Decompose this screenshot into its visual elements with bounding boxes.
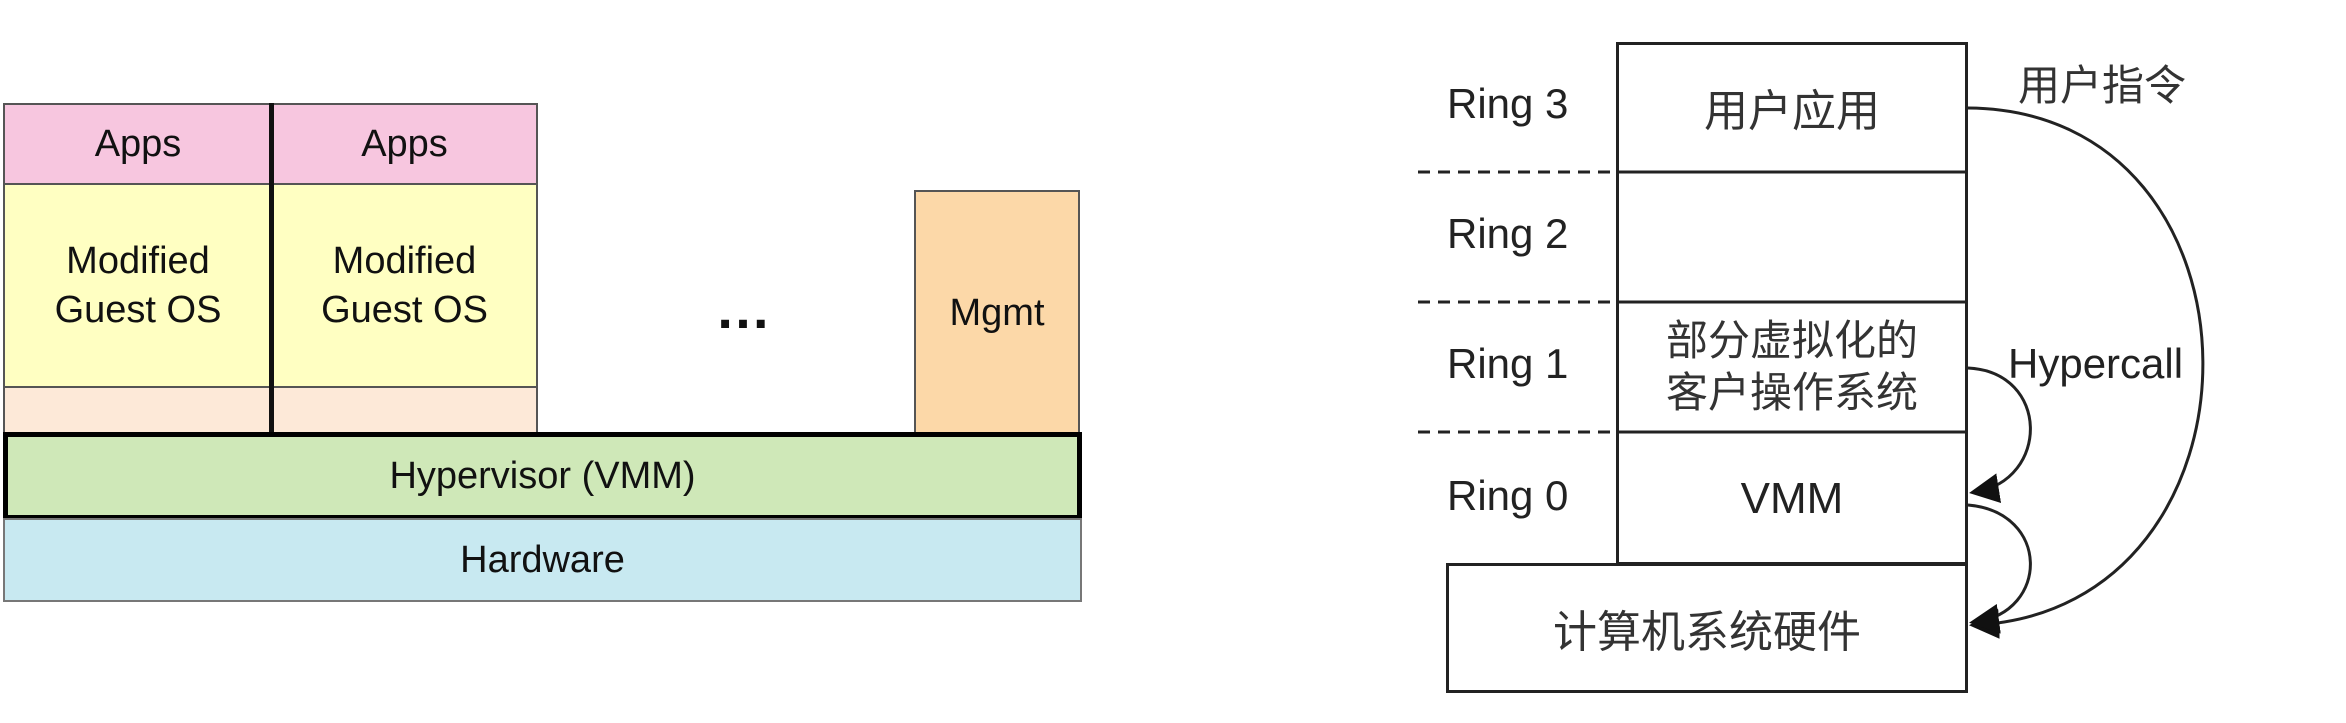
apps-label-1: Apps <box>94 122 182 165</box>
ellipsis-text: … <box>715 276 775 340</box>
guest-os-label-2-line1: Modified <box>332 239 477 282</box>
hypercall-label: Hypercall <box>2008 340 2184 387</box>
user-instruction-arrow <box>1967 106 2205 639</box>
hypercall-arrow-guest-to-vmm <box>1967 366 2032 503</box>
guest-os-line1: 部分虚拟化的 <box>1665 315 1918 365</box>
user-app-cell: 用户应用 <box>1616 42 1968 172</box>
vmm-label: VMM <box>1740 473 1844 523</box>
hardware-box: Hardware <box>3 518 1082 602</box>
guest-os-line2: 客户操作系统 <box>1665 368 1918 417</box>
guest-base-strip-2 <box>271 386 538 434</box>
ring-0-label: Ring 0 <box>1447 472 1569 519</box>
hypercall-arrow-vmm-to-hardware <box>1967 503 2032 634</box>
hypervisor-box: Hypervisor (VMM) <box>3 432 1082 520</box>
guest-os-label-2-line2: Guest OS <box>321 288 488 331</box>
mgmt-label: Mgmt <box>949 291 1045 334</box>
user-instruction-label: 用户指令 <box>2018 61 2187 110</box>
guest-os-label-1-line2: Guest OS <box>54 288 222 331</box>
apps-box-1: Apps <box>3 103 273 185</box>
hardware-cell: 计算机系统硬件 <box>1446 563 1968 693</box>
hardware-cell-label: 计算机系统硬件 <box>1553 607 1861 658</box>
user-app-label: 用户应用 <box>1704 86 1880 137</box>
ring-2-label: Ring 2 <box>1447 210 1569 257</box>
guest-os-label-1-line1: Modified <box>66 239 210 282</box>
guest-os-cell: 部分虚拟化的 客户操作系统 <box>1616 302 1968 432</box>
vm-divider <box>269 103 274 434</box>
apps-label-2: Apps <box>361 122 448 165</box>
ellipsis: … <box>690 268 800 348</box>
hardware-label: Hardware <box>460 538 625 581</box>
guest-os-box-1: Modified Guest OS <box>3 183 273 388</box>
vmm-cell: VMM <box>1616 432 1968 565</box>
ring-3-label: Ring 3 <box>1447 80 1569 127</box>
hypervisor-label: Hypervisor (VMM) <box>389 454 696 497</box>
ring-1-label: Ring 1 <box>1447 340 1569 387</box>
